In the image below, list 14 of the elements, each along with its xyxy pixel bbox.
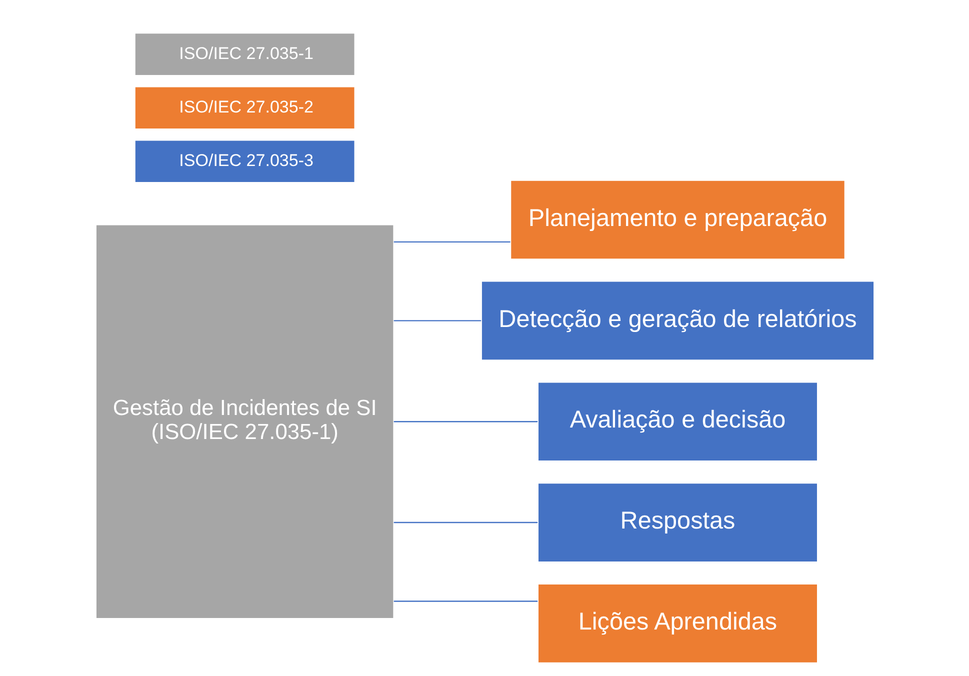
node-box: Detecção e geração de relatórios xyxy=(480,280,874,361)
node-box: Gestão de Incidentes de SI (ISO/IEC 27.035-1) xyxy=(94,224,394,620)
connector xyxy=(393,522,538,524)
connector xyxy=(393,600,538,602)
node-box: Lições Aprendidas xyxy=(536,583,818,664)
connector xyxy=(393,421,538,422)
node-box: Avaliação e decisão xyxy=(536,381,818,462)
legend-label: ISO/IEC 27.035-1 xyxy=(178,44,313,63)
legend-label: ISO/IEC 27.035-3 xyxy=(178,150,313,170)
node-box: Respostas xyxy=(536,482,818,563)
node-box: Planejamento e preparação xyxy=(509,180,846,260)
connector xyxy=(393,320,481,322)
connector xyxy=(393,241,510,243)
legend-label: ISO/IEC 27.035-2 xyxy=(178,97,313,116)
